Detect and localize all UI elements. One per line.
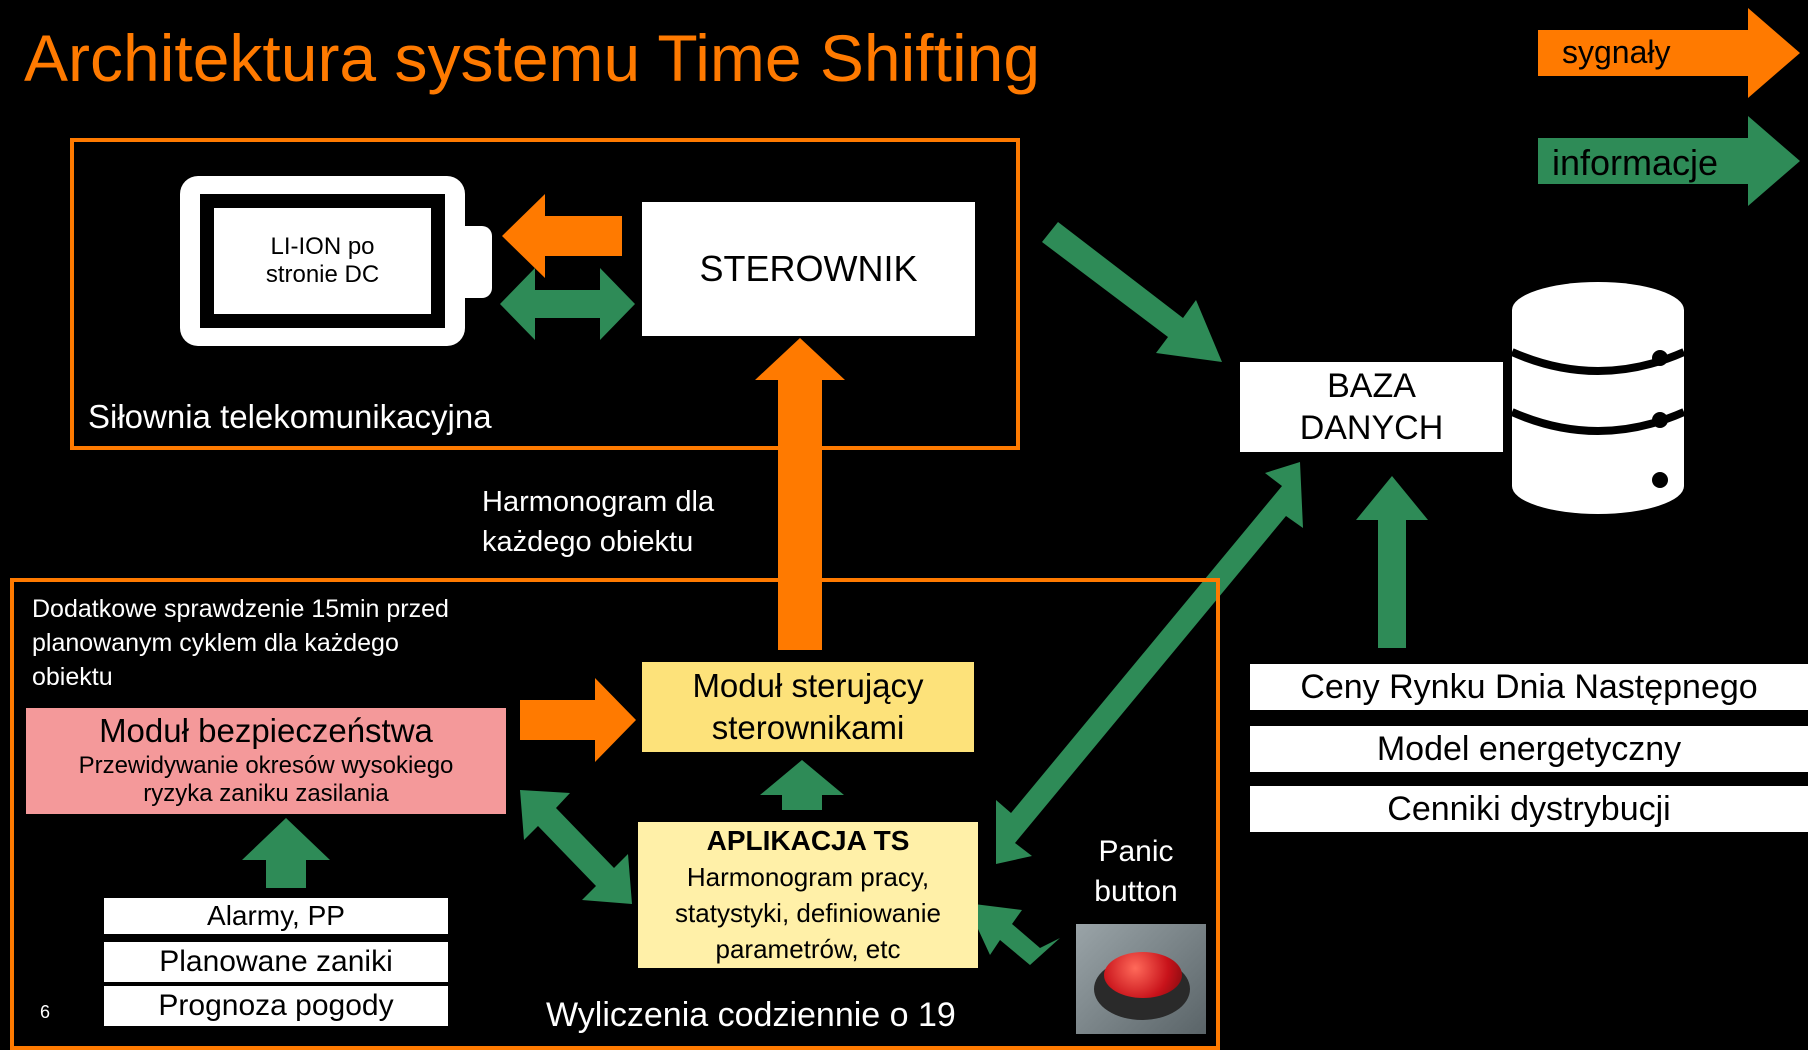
signal-arrow-safety-to-control [520, 678, 636, 762]
info-arrow-panic-to-app [966, 903, 1060, 965]
calc-frame [10, 578, 1220, 1050]
info-arrow-plant-to-db [1042, 222, 1222, 362]
info-arrow-db-app [996, 462, 1303, 864]
battery-terminal [462, 226, 492, 298]
signal-arrow-to-controller [755, 338, 845, 650]
database-label-box: BAZA DANYCH [1240, 362, 1503, 452]
schedule-label: Harmonogram dla każdego obiektu [482, 482, 714, 562]
data-source-market-prices: Ceny Rynku Dnia Następnego [1250, 664, 1808, 710]
plant-frame [70, 138, 1020, 450]
ts-application-line2: statystyki, definiowanie [675, 898, 941, 928]
schedule-label-line2: każdego obiektu [482, 526, 694, 558]
safety-module: Moduł bezpieczeństwa Przewidywanie okres… [26, 708, 506, 814]
panic-button-icon[interactable] [1076, 924, 1206, 1034]
control-module-line1: Moduł sterujący [692, 667, 924, 704]
info-arrow-inputs-to-safety [242, 818, 330, 888]
info-arrow-sources-to-db [1356, 476, 1428, 648]
ts-application-title: APLIKACJA TS [706, 825, 910, 856]
legend-signal-arrow [1538, 8, 1800, 98]
battery-label-line2: stronie DC [265, 261, 380, 288]
safety-module-line2: ryzyka zaniku zasilania [143, 780, 389, 807]
battery-label-line1: LI-ION po [270, 233, 375, 260]
calc-note-line1: Dodatkowe sprawdzenie 15min przed [32, 595, 449, 623]
calc-note-line3: obiektu [32, 663, 113, 691]
plant-label: Siłownia telekomunikacyjna [88, 398, 492, 435]
input-alarms: Alarmy, PP [104, 898, 448, 934]
ts-application-line1: Harmonogram pracy, [686, 862, 930, 892]
safety-module-title: Moduł bezpieczeństwa [99, 712, 433, 749]
input-planned-outages: Planowane zaniki [104, 942, 448, 982]
calc-note-line2: planowanym cyklem dla każdego [32, 629, 399, 657]
controller-box: STEROWNIK [642, 202, 975, 336]
data-source-energy-model: Model energetyczny [1250, 726, 1808, 772]
info-arrow-app-to-control [760, 760, 844, 810]
calc-footer: Wyliczenia codziennie o 19 [546, 996, 956, 1034]
signal-arrow-to-battery [502, 194, 622, 278]
data-source-tariffs: Cenniki dystrybucji [1250, 786, 1808, 832]
page-number: 6 [40, 1002, 51, 1022]
calc-note: Dodatkowe sprawdzenie 15min przed planow… [32, 592, 449, 694]
info-arrow-safety-app [520, 790, 632, 904]
control-module: Moduł sterujący sterownikami [642, 662, 974, 752]
battery-label: LI-ION po stronie DC [214, 208, 431, 314]
ts-application-line3: parametrów, etc [715, 934, 901, 964]
schedule-label-line1: Harmonogram dla [482, 486, 715, 518]
database-label-line2: DANYCH [1299, 409, 1444, 447]
panic-button-cap [1104, 952, 1182, 998]
panic-label-line1: Panic [1098, 835, 1174, 868]
legend-info-label: informacje [1552, 142, 1719, 183]
legend-signal-label: sygnały [1562, 34, 1671, 70]
database-label-line1: BAZA [1327, 367, 1416, 405]
page-title: Architektura systemu Time Shifting [24, 21, 1041, 95]
input-weather-forecast: Prognoza pogody [104, 986, 448, 1026]
panic-label: Panic button [1076, 832, 1196, 912]
database-icon [1510, 282, 1686, 514]
control-module-line2: sterownikami [711, 709, 905, 746]
panic-label-line2: button [1094, 875, 1178, 908]
ts-application: APLIKACJA TS Harmonogram pracy, statysty… [638, 822, 978, 968]
info-arrow-battery-controller [500, 268, 635, 340]
legend-info-arrow [1538, 116, 1800, 206]
safety-module-line1: Przewidywanie okresów wysokiego [78, 752, 454, 779]
